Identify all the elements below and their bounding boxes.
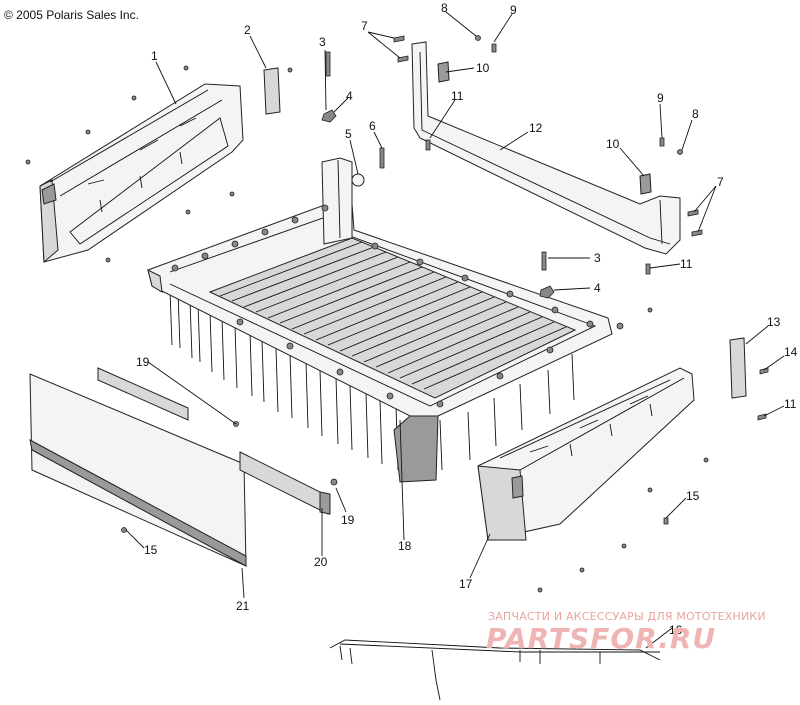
- callout-16: 16: [669, 623, 683, 637]
- copyright-notice: © 2005 Polaris Sales Inc.: [4, 8, 139, 22]
- callout-8-lower: 8: [692, 107, 699, 121]
- callout-18: 18: [398, 539, 412, 553]
- callout-9-upper: 9: [510, 3, 517, 17]
- callout-3-upper: 3: [319, 35, 326, 49]
- callout-15-left: 15: [144, 543, 158, 557]
- callout-11-lower: 11: [784, 397, 797, 411]
- callout-13: 13: [767, 315, 781, 329]
- callout-9-lower: 9: [657, 91, 664, 105]
- callout-7-upper: 7: [361, 19, 368, 33]
- callout-3-lower: 3: [594, 251, 601, 265]
- part-16-wiring-harness[interactable]: [329, 639, 661, 701]
- callout-17: 17: [459, 577, 473, 591]
- callout-15-right: 15: [686, 489, 700, 503]
- callout-5: 5: [345, 127, 352, 141]
- part-20-strip[interactable]: [239, 451, 331, 515]
- part-10-bracket-lower[interactable]: [639, 173, 652, 195]
- part-18-cargo-box-bed[interactable]: [147, 157, 613, 483]
- callout-2: 2: [244, 23, 251, 37]
- part-21-tailgate-panel[interactable]: [29, 373, 247, 567]
- hardware-fasteners: [25, 35, 769, 593]
- part-12-bracket-bar[interactable]: [411, 41, 681, 255]
- callout-12: 12: [529, 121, 543, 135]
- callout-10-lower: 10: [606, 137, 620, 151]
- callout-4-lower: 4: [594, 281, 601, 295]
- callout-19-left: 19: [136, 355, 150, 369]
- callout-10-upper: 10: [476, 61, 490, 75]
- callout-7-lower: 7: [717, 175, 724, 189]
- part-10-bracket-upper[interactable]: [437, 61, 450, 83]
- callout-21: 21: [236, 599, 250, 613]
- callout-1: 1: [151, 49, 158, 63]
- callout-6: 6: [369, 119, 376, 133]
- part-17-right-side-panel[interactable]: [477, 367, 695, 541]
- part-2-pad[interactable]: [263, 67, 281, 115]
- callout-11-middle: 11: [680, 257, 693, 271]
- watermark-logo: PARTSFOR.RU: [486, 622, 717, 655]
- callout-11-upper: 11: [451, 89, 464, 103]
- part-19-strip[interactable]: [97, 367, 189, 421]
- part-13-pad[interactable]: [729, 337, 747, 399]
- part-1-left-side-panel[interactable]: [39, 83, 244, 264]
- callout-labels: 1 2 3 3 4 4 5 6 7 7 8 8 9 9 10 10 11 11 …: [136, 1, 798, 637]
- leader-lines: [125, 11, 785, 649]
- callout-4-upper: 4: [346, 89, 353, 103]
- callout-19-right: 19: [341, 513, 355, 527]
- watermark-text: ЗАПЧАСТИ И АКСЕССУАРЫ ДЛЯ МОТОТЕХНИКИ: [488, 610, 766, 623]
- callout-8-upper: 8: [441, 1, 448, 15]
- callout-14: 14: [784, 345, 798, 359]
- callout-20: 20: [314, 555, 328, 569]
